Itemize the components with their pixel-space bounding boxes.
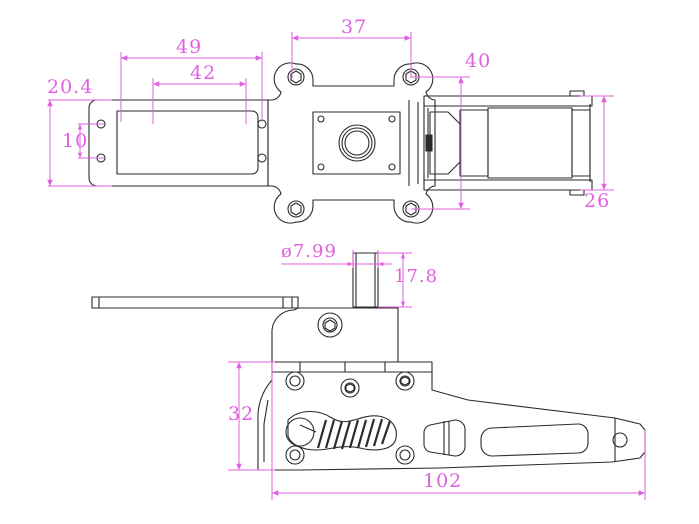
dim-40	[411, 76, 470, 210]
dim-37	[291, 32, 412, 78]
dim-26	[580, 95, 614, 191]
dim-label-42: 42	[190, 62, 217, 84]
dim-label-32: 32	[228, 403, 255, 425]
central-hub-housing	[312, 111, 401, 175]
dim-label-49: 49	[176, 36, 203, 58]
dim-label-102: 102	[423, 470, 463, 492]
output-shaft	[352, 252, 379, 308]
dim-label-40: 40	[465, 50, 492, 72]
spring-lever-mechanism	[285, 410, 397, 451]
dim-label-17-8: 17.8	[394, 266, 439, 287]
dim-32	[228, 361, 275, 471]
dim-102	[271, 362, 646, 500]
dim-label-diameter-7-99: ø7.99	[281, 241, 337, 262]
side-long-plate	[91, 296, 299, 309]
dim-42	[152, 78, 247, 124]
body-connection-rails	[408, 100, 429, 186]
dim-10	[77, 123, 104, 159]
side-body-and-arm	[257, 361, 646, 471]
dim-label-10: 10	[62, 130, 89, 152]
dim-49	[120, 52, 263, 122]
dim-label-37: 37	[341, 16, 368, 38]
dim-20-4	[47, 99, 112, 187]
dim-17-8	[378, 252, 412, 308]
dim-diameter-7-99	[281, 250, 392, 268]
dim-label-26: 26	[584, 190, 611, 212]
dim-label-20-4: 20.4	[47, 76, 94, 98]
